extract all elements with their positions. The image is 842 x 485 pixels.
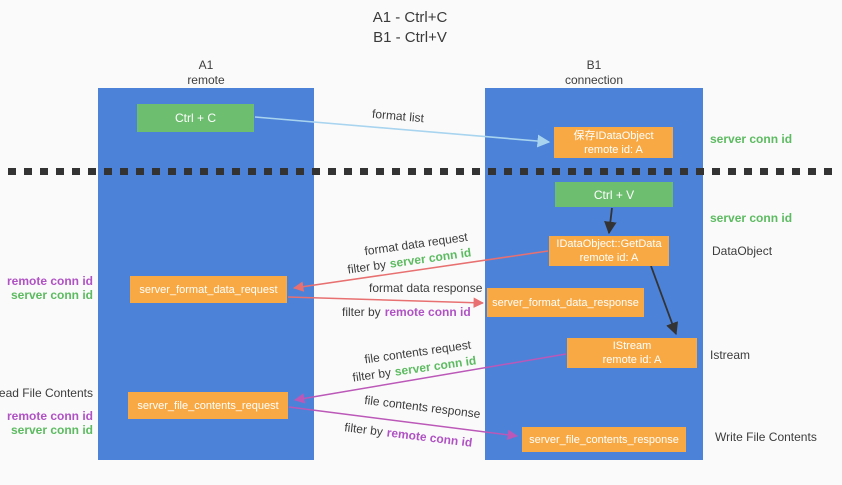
read-file-contents-label: Read File Contents <box>0 386 93 400</box>
filter-by-text: filter by <box>351 365 392 385</box>
node-istream-line1: IStream <box>612 340 652 352</box>
node-server-file-contents-request: server_file_contents_request <box>128 392 288 419</box>
remote-conn-id-text: remote conn id <box>385 425 474 450</box>
lifeline-a1-header: A1 remote <box>98 58 314 88</box>
node-save-idataobject-line1: 保存IDataObject <box>573 129 654 142</box>
node-server-file-contents-request-label: server_file_contents_request <box>137 399 279 412</box>
node-save-idataobject-line2: remote id: A <box>584 143 643 156</box>
filter-by-text: filter by <box>346 257 387 277</box>
istream-label: Istream <box>710 348 751 362</box>
left-conn-id-pair-2: remote conn id server conn id <box>7 409 93 437</box>
label-format-list: format list <box>371 106 425 126</box>
lifeline-a1-name: A1 <box>198 58 214 72</box>
remote-conn-id-text: remote conn id <box>384 305 471 319</box>
diagram-title: A1 - Ctrl+C B1 - Ctrl+V <box>300 8 520 48</box>
node-server-format-data-response-label: server_format_data_response <box>492 296 639 309</box>
left-remote-conn-id-1: remote conn id <box>6 274 93 288</box>
node-istream: IStream remote id: A <box>567 338 697 368</box>
lifeline-b1-header: B1 connection <box>485 58 703 88</box>
label-file-contents-response: file contents response <box>363 392 482 422</box>
right-server-conn-id-1: server conn id <box>710 132 793 146</box>
right-server-conn-id-2: server conn id <box>710 211 793 225</box>
node-server-file-contents-response-label: server_file_contents_response <box>529 433 679 446</box>
node-idataobject-getdata: IDataObject::GetData remote id: A <box>549 236 669 266</box>
label-format-data-response: format data response <box>369 281 483 295</box>
left-server-conn-id-1: server conn id <box>10 288 93 302</box>
lifeline-a1-role: remote <box>187 73 225 87</box>
node-ctrl-c: Ctrl + C <box>137 104 254 132</box>
arrow-format-data-response <box>287 296 485 308</box>
dataobject-label: DataObject <box>712 244 773 258</box>
node-istream-line2: remote id: A <box>602 354 662 366</box>
lifeline-b1-name: B1 <box>586 58 602 72</box>
write-file-contents-label: Write File Contents <box>715 430 817 444</box>
node-save-idataobject: 保存IDataObject remote id: A <box>554 127 673 158</box>
left-remote-conn-id-2: remote conn id <box>6 409 93 423</box>
lifeline-b1-role: connection <box>564 73 624 87</box>
session-divider-dotted-line <box>8 168 834 175</box>
node-server-file-contents-response: server_file_contents_response <box>522 427 686 452</box>
node-ctrl-v-label: Ctrl + V <box>593 187 635 202</box>
node-server-format-data-response: server_format_data_response <box>487 288 644 317</box>
node-idataobject-getdata-line1: IDataObject::GetData <box>556 238 662 250</box>
left-conn-id-pair-1: remote conn id server conn id <box>7 274 93 302</box>
filter-by-text: filter by <box>342 305 381 319</box>
node-ctrl-v: Ctrl + V <box>555 182 673 207</box>
filter-by-text: filter by <box>343 420 384 439</box>
node-idataobject-getdata-line2: remote id: A <box>579 252 639 264</box>
title-line-2: B1 - Ctrl+V <box>373 29 447 46</box>
title-line-1: A1 - Ctrl+C <box>372 9 448 26</box>
left-server-conn-id-2: server conn id <box>10 423 93 437</box>
node-server-format-data-request-label: server_format_data_request <box>139 283 278 296</box>
node-server-format-data-request: server_format_data_request <box>130 276 287 303</box>
node-ctrl-c-label: Ctrl + C <box>174 111 216 125</box>
